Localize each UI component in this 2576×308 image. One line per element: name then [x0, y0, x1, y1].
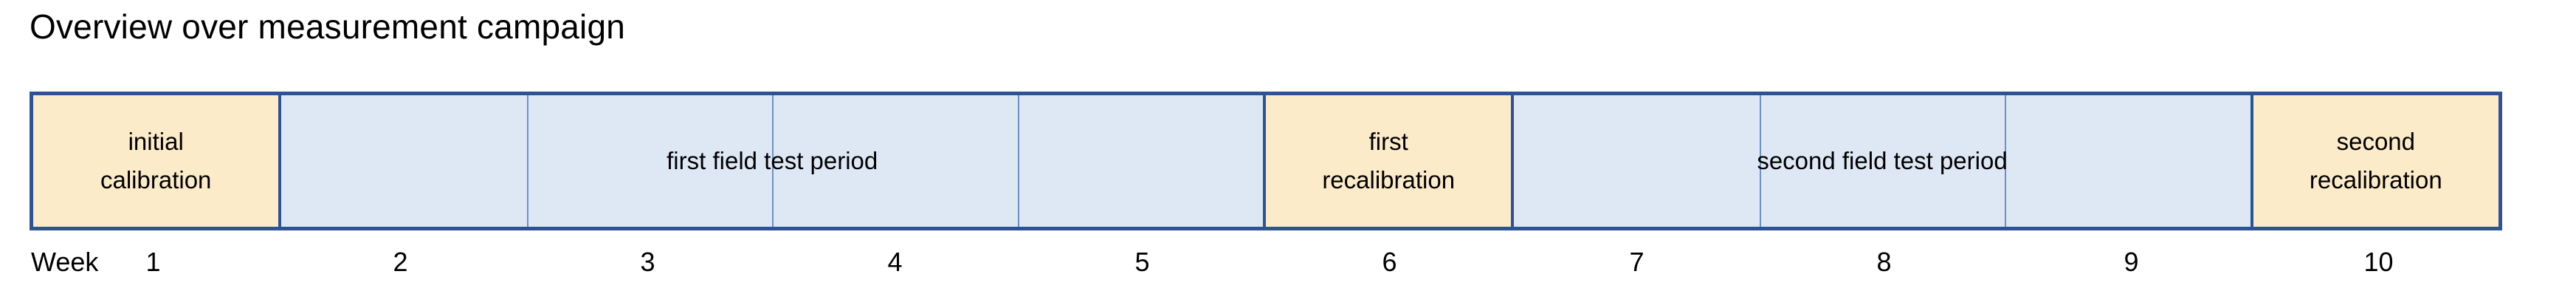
segment-label-line-2: recalibration — [2309, 166, 2442, 194]
week-axis: Week 1 2 3 4 5 6 7 8 9 10 — [0, 244, 2576, 288]
week-tick-4: 4 — [887, 247, 903, 277]
timeline-segment-second-recalibration: second recalibration — [2250, 95, 2499, 227]
week-tick-8: 8 — [1876, 247, 1892, 277]
timeline-segment-first-recalibration: first recalibration — [1263, 95, 1515, 227]
week-axis-label: Week — [31, 247, 99, 277]
segment-label-line-2: recalibration — [1322, 166, 1456, 194]
week-tick-10: 10 — [2363, 247, 2394, 277]
segment-label-line-2: calibration — [100, 166, 212, 194]
segment-label-line-1: first — [1368, 128, 1408, 155]
week-tick-9: 9 — [2124, 247, 2139, 277]
week-divider-line — [772, 95, 774, 227]
timeline-segment-label: second field test period — [1757, 147, 2008, 174]
timeline-segment-label: first field test period — [667, 147, 878, 174]
timeline-segment-label: initial calibration — [100, 123, 211, 199]
week-tick-3: 3 — [640, 247, 655, 277]
timeline-segment-second-field-test-period: second field test period — [1514, 95, 2250, 227]
week-divider-line — [1759, 95, 1761, 227]
week-divider-line — [526, 95, 528, 227]
timeline-segment-first-field-test-period: first field test period — [281, 95, 1263, 227]
week-tick-1: 1 — [145, 247, 161, 277]
segment-label-line-1: initial — [128, 128, 184, 155]
timeline-segment-label: second recalibration — [2310, 123, 2442, 199]
week-tick-7: 7 — [1629, 247, 1645, 277]
timeline-segment-initial-calibration: initial calibration — [33, 95, 282, 227]
timeline-segment-label: first recalibration — [1322, 123, 1455, 199]
week-tick-2: 2 — [393, 247, 408, 277]
week-tick-5: 5 — [1134, 247, 1150, 277]
timeline-bar: initial calibration first field test perio… — [30, 92, 2502, 230]
week-divider-line — [1017, 95, 1019, 227]
week-tick-6: 6 — [1382, 247, 1397, 277]
week-divider-line — [2005, 95, 2007, 227]
page-title: Overview over measurement campaign — [30, 7, 626, 46]
segment-label-line-1: second — [2336, 128, 2416, 155]
